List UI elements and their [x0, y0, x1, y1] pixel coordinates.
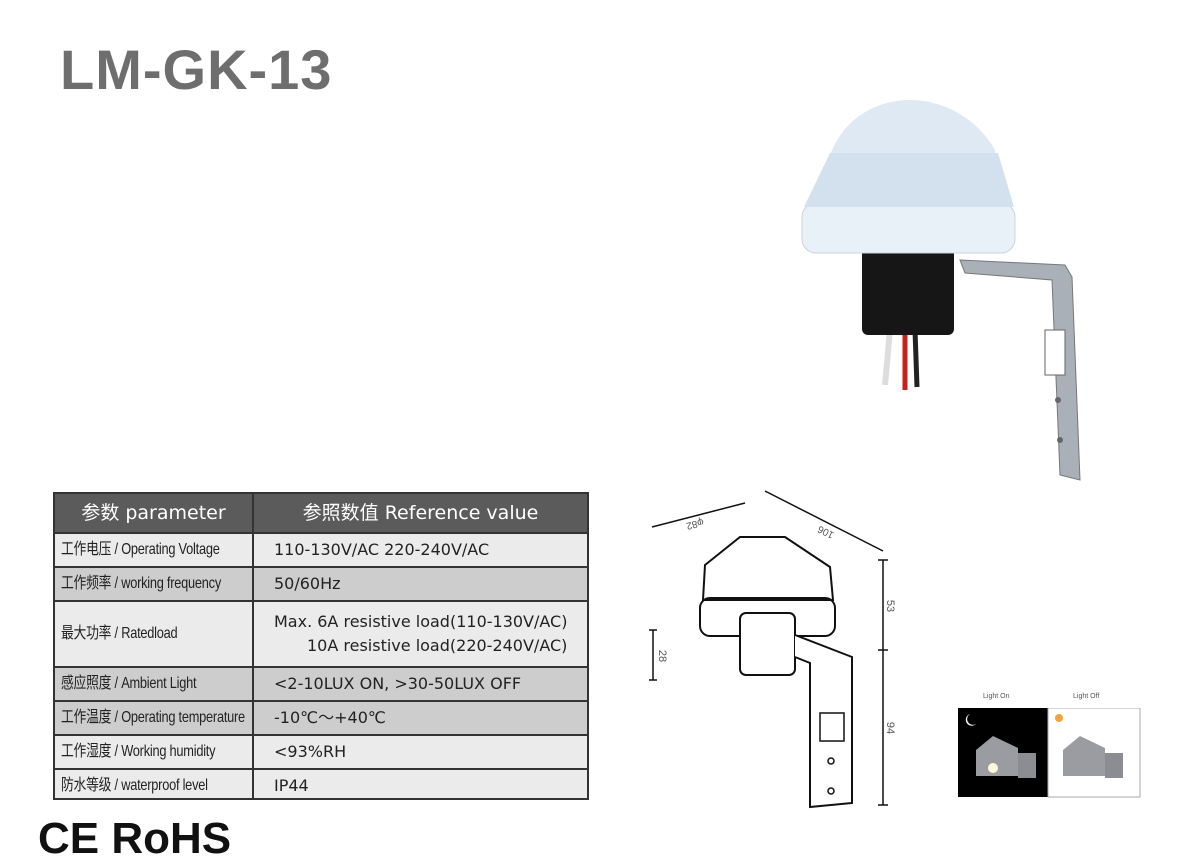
value-cell: <2-10LUX ON, >30-50LUX OFF [254, 668, 587, 700]
param-cell: 工作温度 / Operating temperature [55, 702, 252, 734]
spec-table: 参数 parameter 参照数值 Reference value 工作电压 /… [53, 492, 589, 800]
param-label: 工作频率 / working frequency [61, 575, 221, 592]
param-cell: 工作电压 / Operating Voltage [55, 534, 252, 566]
certification-logos: CE RoHS [38, 814, 232, 863]
param-cell: 最大功率 / Ratedload [55, 602, 252, 666]
value-cell: 50/60Hz [254, 568, 587, 600]
light-on-label: Light On [983, 693, 1010, 700]
param-cell: 工作频率 / working frequency [55, 568, 252, 600]
sun-icon [1055, 714, 1063, 722]
value-cell: 110-130V/AC 220-240V/AC [254, 534, 587, 566]
param-cell: 工作湿度 / Working humidity [55, 736, 252, 768]
dim-socket: 28 [656, 649, 669, 663]
dim-height-bottom: 94 [884, 721, 897, 735]
header-reference-value: 参照数值 Reference value [254, 494, 587, 532]
param-label: 防水等级 / waterproof level [61, 777, 208, 794]
light-demo-image [958, 708, 1141, 798]
light-off-label: Light Off [1073, 693, 1100, 700]
dimension-drawing [649, 490, 888, 809]
param-label: 最大功率 / Ratedload [61, 625, 178, 642]
dim-height-top: 53 [884, 599, 897, 613]
value-line: Max. 6A resistive load(110-130V/AC) [274, 612, 568, 631]
param-label: 感应照度 / Ambient Light [61, 675, 197, 692]
param-label: 工作电压 / Operating Voltage [61, 541, 220, 558]
param-label: 工作温度 / Operating temperature [61, 709, 245, 726]
value-cell: Max. 6A resistive load(110-130V/AC) 10A … [254, 602, 587, 666]
value-line: 10A resistive load(220-240V/AC) [307, 636, 568, 655]
moon-icon [965, 714, 976, 726]
product-photo [801, 100, 1081, 481]
value-cell: <93%RH [254, 736, 587, 768]
param-label: 工作湿度 / Working humidity [61, 743, 216, 760]
value-cell: IP44 [254, 770, 587, 798]
param-cell: 防水等级 / waterproof level [55, 770, 252, 798]
header-parameter: 参数 parameter [55, 494, 252, 532]
model-title: LM-GK-13 [60, 38, 333, 101]
value-cell: -10℃～+40℃ [254, 702, 587, 734]
param-cell: 感应照度 / Ambient Light [55, 668, 252, 700]
